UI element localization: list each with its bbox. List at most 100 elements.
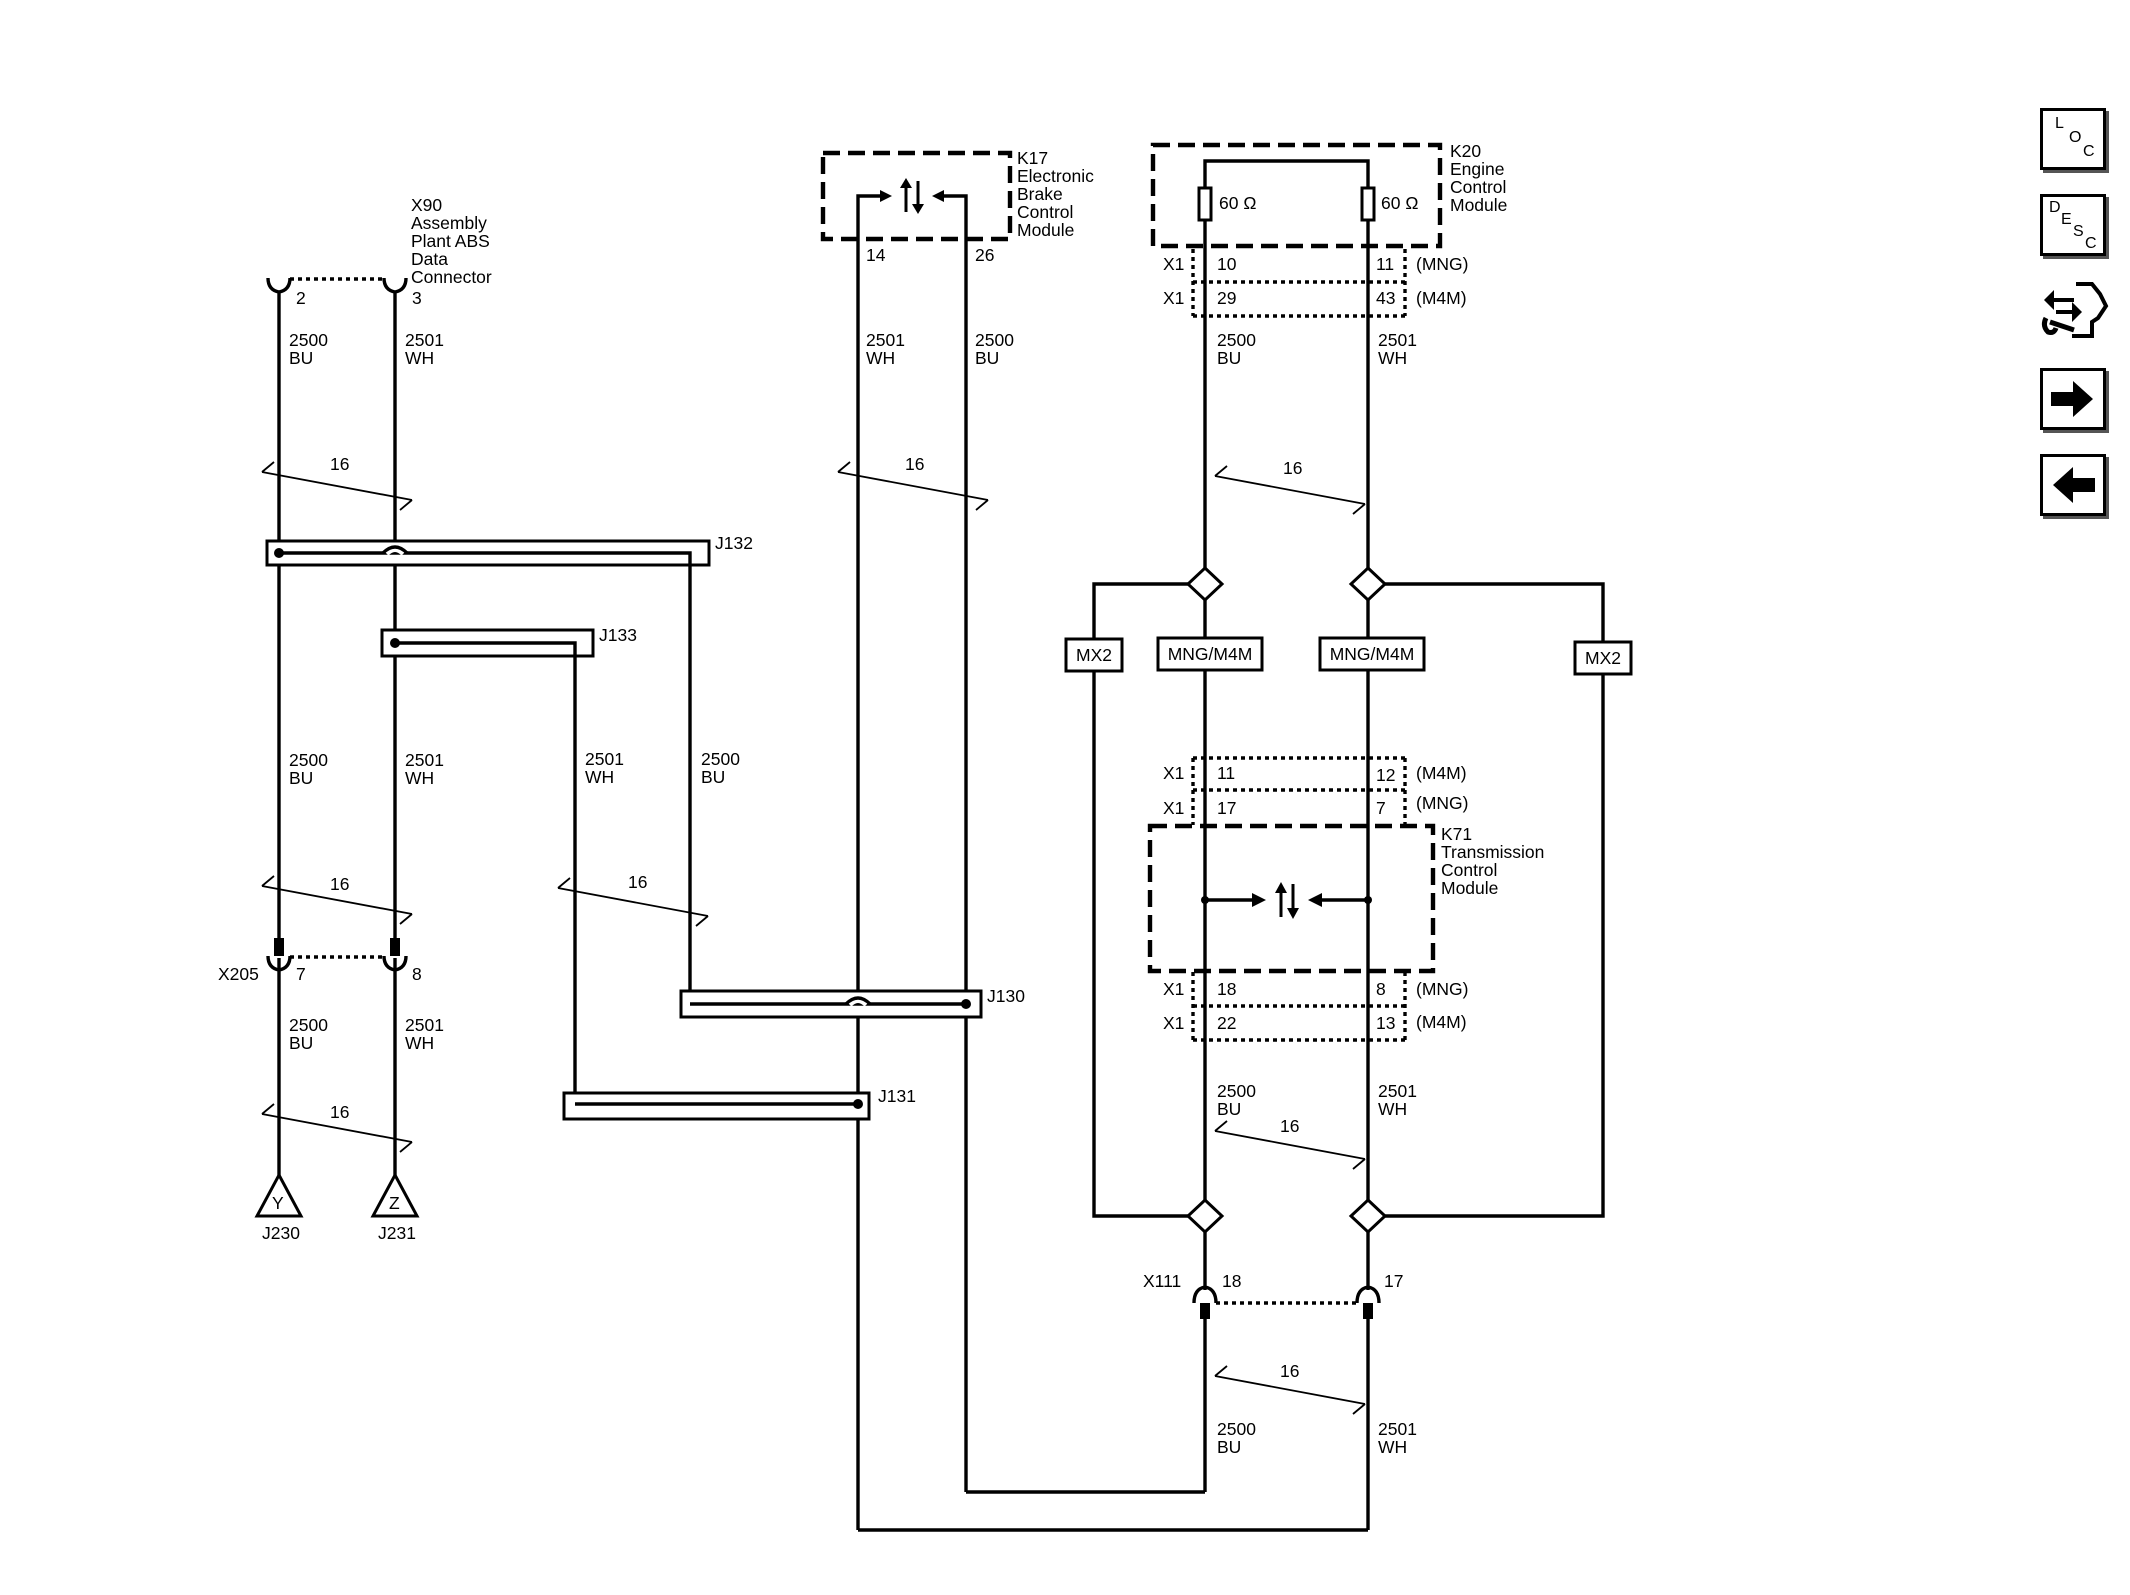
wire-label-circuit: 2500 — [1217, 1419, 1256, 1439]
wire-label-color: WH — [405, 768, 434, 788]
k71-pin: 8 — [1376, 979, 1386, 999]
x111-ref: X111 — [1143, 1271, 1181, 1291]
x90-name-line: Data — [411, 249, 448, 269]
wire-label-circuit: 2500 — [289, 1015, 328, 1035]
terminal-j230: Y J230 — [254, 1171, 304, 1243]
mx2-option-path-right — [1385, 582, 1605, 1218]
variant-label: (M4M) — [1416, 1012, 1467, 1032]
x205-connector: X205 7 8 — [218, 938, 422, 984]
variant-label: (MNG) — [1416, 979, 1468, 999]
connector-end-view-button[interactable] — [2040, 278, 2110, 346]
wire-label-color: WH — [1378, 348, 1407, 368]
terminal-letter: Y — [272, 1193, 284, 1213]
splice-j131-label: J131 — [878, 1086, 916, 1106]
loc-letter: L — [2055, 115, 2064, 132]
k71-name-line: Module — [1441, 878, 1498, 898]
wire-label-color: BU — [1217, 348, 1241, 368]
arrow-left-icon — [2053, 467, 2095, 503]
k20-pin: 43 — [1376, 288, 1395, 308]
twist-label: 16 — [628, 872, 647, 892]
terminal-ref: J230 — [262, 1223, 300, 1243]
k17-pin-26: 26 — [975, 245, 994, 265]
mx2-option-path-left — [1092, 582, 1188, 1218]
splice-j132-label: J132 — [715, 533, 753, 553]
wire-label-circuit: 2501 — [405, 330, 444, 350]
k17-name-line: Module — [1017, 220, 1074, 240]
x1-label: X1 — [1163, 798, 1184, 818]
variant-label: (MNG) — [1416, 793, 1468, 813]
k20-engine-control-module: 60 Ω 60 Ω K20 Engine Control Module X1 1… — [1150, 141, 1507, 318]
x90-ref: X90 — [411, 195, 442, 215]
terminal-letter: Z — [389, 1193, 400, 1213]
wire-label-circuit: 2500 — [975, 330, 1014, 350]
wire-label-circuit: 2501 — [1378, 1081, 1417, 1101]
previous-page-button[interactable] — [2040, 454, 2106, 516]
wire-label-circuit: 2501 — [405, 1015, 444, 1035]
twist-label: 16 — [1280, 1361, 1299, 1381]
k17-electronic-brake-control-module: K17 Electronic Brake Control Module 14 2… — [820, 148, 1094, 265]
k20-name-line: Control — [1450, 177, 1506, 197]
k71-pin: 11 — [1217, 763, 1235, 783]
x90-name-line: Connector — [411, 267, 492, 287]
wire-label-color: BU — [289, 348, 313, 368]
loc-button[interactable]: L O C — [2040, 108, 2106, 170]
k17-pin-14: 14 — [866, 245, 886, 265]
x90-name-line: Assembly — [411, 213, 487, 233]
k17-name-line: Brake — [1017, 184, 1063, 204]
option-box-mng-m4m-right: MNG/M4M — [1318, 636, 1426, 672]
option-box-mx2-right: MX2 — [1573, 640, 1633, 676]
wire-label-color: BU — [701, 767, 725, 787]
wire-label-color: BU — [1217, 1437, 1241, 1457]
x205-ref: X205 — [218, 964, 259, 984]
desc-button[interactable]: D E S C — [2040, 194, 2106, 256]
desc-letter: D — [2049, 199, 2061, 216]
k17-name-line: Control — [1017, 202, 1073, 222]
twist-label: 16 — [905, 454, 924, 474]
wire-label-circuit: 2500 — [1217, 330, 1256, 350]
k71-pin: 12 — [1376, 765, 1395, 785]
option-diamond — [1349, 1198, 1387, 1234]
variant-label: (M4M) — [1416, 763, 1467, 783]
wire-label-color: BU — [1217, 1099, 1241, 1119]
twist-label: 16 — [330, 1102, 349, 1122]
k20-pin: 10 — [1217, 254, 1237, 274]
wire-label-circuit: 2501 — [405, 750, 444, 770]
k71-x1-bottom-rows: X1 18 8 (MNG) X1 22 13 (M4M) — [1163, 972, 1468, 1042]
k71-pin: 18 — [1217, 979, 1236, 999]
arrow-right-icon — [2051, 381, 2093, 417]
next-page-button[interactable] — [2040, 368, 2106, 430]
x1-label: X1 — [1163, 979, 1184, 999]
k17-name-line: Electronic — [1017, 166, 1094, 186]
wire-label-circuit: 2501 — [866, 330, 905, 350]
wire-label-circuit: 2500 — [289, 330, 328, 350]
x1-label: X1 — [1163, 254, 1184, 274]
k71-transmission-control-module: K71 Transmission Control Module — [1147, 823, 1544, 974]
wire-label-color: BU — [975, 348, 999, 368]
desc-letter: E — [2061, 211, 2072, 228]
wire-label-color: WH — [1378, 1437, 1407, 1457]
x111-connector: X111 18 17 — [1143, 1271, 1403, 1319]
splice-j133-label: J133 — [599, 625, 637, 645]
wire-2500-bu-right — [966, 246, 1207, 1494]
k71-pin: 13 — [1376, 1013, 1395, 1033]
twist-label: 16 — [1283, 458, 1302, 478]
variant-label: (M4M) — [1416, 288, 1467, 308]
loc-letter: C — [2083, 143, 2095, 160]
desc-letter: S — [2073, 223, 2084, 240]
terminal-j231: Z J231 — [370, 1171, 420, 1243]
k71-name-line: Transmission — [1441, 842, 1544, 862]
x90-pin-3: 3 — [412, 288, 422, 308]
wire-label-circuit: 2501 — [1378, 330, 1417, 350]
wire-label-color: WH — [866, 348, 895, 368]
x205-pin-8: 8 — [412, 964, 422, 984]
wire-label-color: BU — [289, 768, 313, 788]
x90-name-line: Plant ABS — [411, 231, 490, 251]
wire-label-color: WH — [585, 767, 614, 787]
wire-label-circuit: 2501 — [585, 749, 624, 769]
splice-j132: J132 — [265, 533, 753, 1004]
k71-ref: K71 — [1441, 824, 1472, 844]
option-box-mx2-left: MX2 — [1064, 637, 1124, 673]
wire-label-color: WH — [405, 348, 434, 368]
wire-label-circuit: 2501 — [1378, 1419, 1417, 1439]
option-diamond — [1349, 566, 1387, 602]
